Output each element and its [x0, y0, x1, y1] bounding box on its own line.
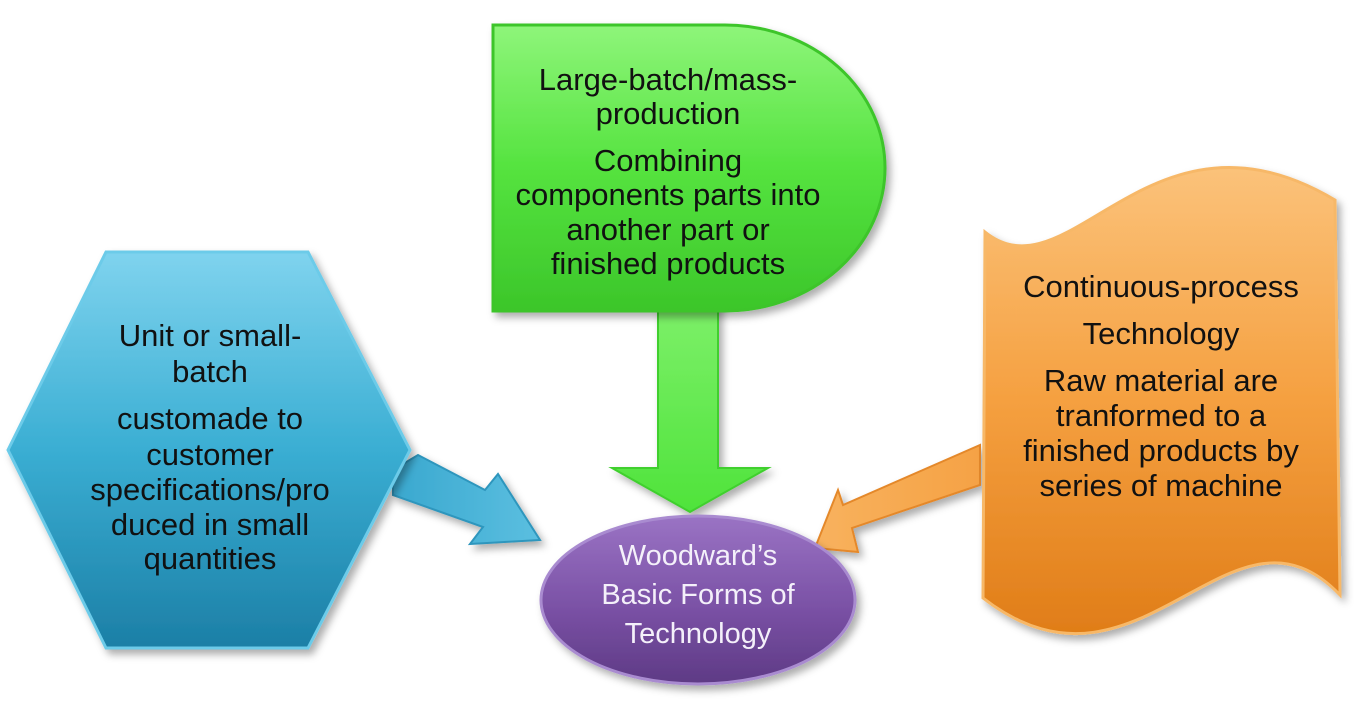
- center-node: Woodward’s Basic Forms of Technology: [539, 514, 857, 686]
- continuous-process-node: Continuous-process Technology Raw materi…: [981, 166, 1342, 635]
- mass-production-title-1: Large-batch/mass-: [539, 62, 797, 97]
- hexagon-shape: [6, 250, 412, 650]
- unit-batch-desc-5: quantities: [144, 541, 277, 576]
- continuous-desc-2: tranformed to a: [1056, 398, 1267, 433]
- unit-batch-desc-1: customade to: [117, 401, 303, 436]
- arrow-orange-left: [813, 443, 981, 554]
- unit-batch-title-1: Unit or small-: [119, 318, 302, 353]
- mass-production-node: Large-batch/mass- production Combining c…: [491, 23, 887, 313]
- continuous-desc-1: Raw material are: [1044, 363, 1278, 398]
- continuous-desc-4: series of machine: [1040, 468, 1283, 503]
- continuous-desc-3: finished products by: [1023, 433, 1299, 468]
- unit-batch-node: Unit or small- batch customade to custom…: [6, 250, 412, 650]
- center-ellipse: [539, 514, 857, 686]
- mass-production-desc-2: components parts into: [515, 177, 820, 212]
- continuous-title-1: Continuous-process: [1023, 269, 1299, 304]
- arrow-blue-right: [392, 453, 542, 546]
- center-label-1: Woodward’s: [619, 540, 778, 572]
- arrow-green-down: [608, 299, 772, 514]
- continuous-title-2: Technology: [1083, 316, 1240, 351]
- unit-batch-desc-3: specifications/pro: [90, 472, 330, 507]
- unit-batch-desc-4: duced in small: [111, 507, 309, 542]
- center-label-3: Technology: [625, 618, 772, 650]
- delay-shape: [491, 23, 887, 313]
- mass-production-title-2: production: [596, 96, 741, 131]
- mass-production-desc-3: another part or: [566, 212, 769, 247]
- mass-production-desc-1: Combining: [594, 143, 742, 178]
- center-label-2: Basic Forms of: [601, 579, 795, 611]
- unit-batch-desc-2: customer: [146, 437, 273, 472]
- unit-batch-title-2: batch: [172, 354, 248, 389]
- wave-shape: [981, 166, 1342, 635]
- mass-production-desc-4: finished products: [551, 246, 785, 281]
